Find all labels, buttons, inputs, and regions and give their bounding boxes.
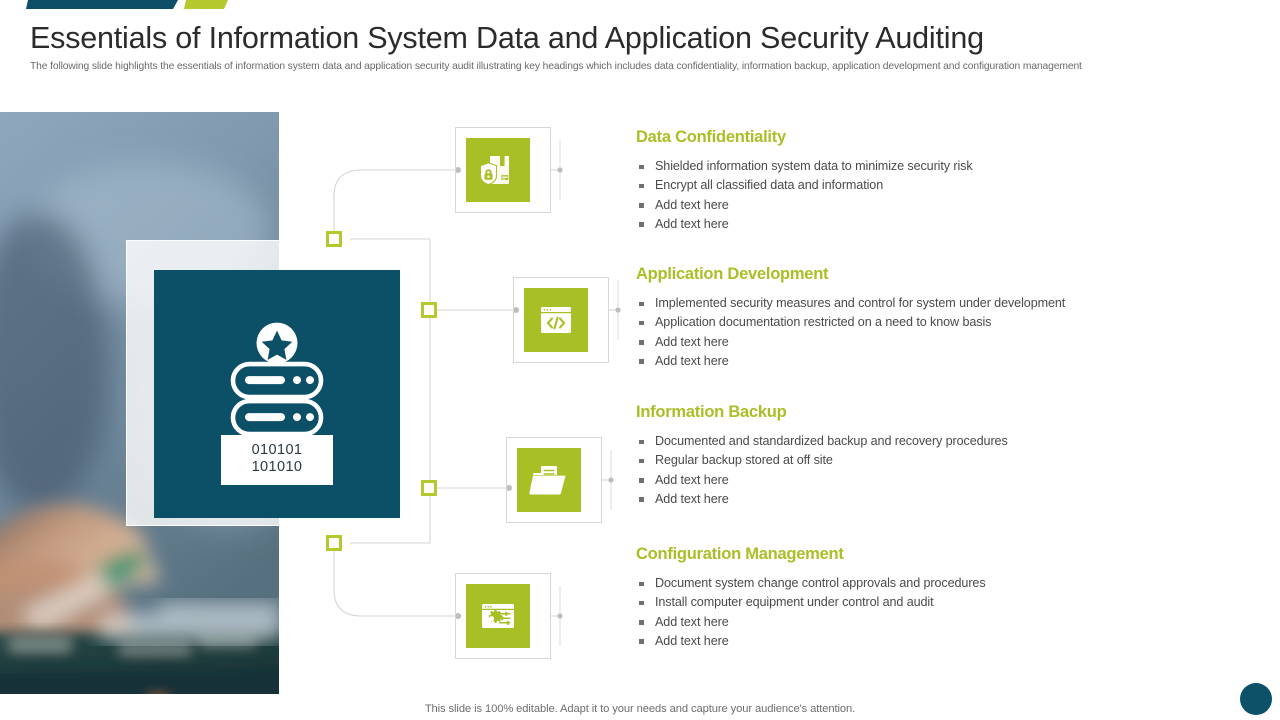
bullet-list: Documented and standardized backup and r… — [636, 432, 1252, 509]
list-item: Implemented security measures and contro… — [636, 294, 1252, 313]
connector-node-4 — [326, 535, 342, 551]
list-item: Add text here — [636, 471, 1252, 490]
section-configuration-management: Configuration Management Document system… — [636, 545, 1252, 651]
list-item: Add text here — [636, 613, 1252, 632]
page-title: Essentials of Information System Data an… — [30, 21, 984, 55]
list-item: Add text here — [636, 196, 1252, 215]
icon-frame-2 — [513, 277, 609, 363]
icon-frame-3 — [506, 437, 602, 523]
page-subtitle: The following slide highlights the essen… — [30, 60, 1082, 72]
connector-node-3 — [421, 480, 437, 496]
folder-document-icon — [529, 466, 567, 495]
list-item: Document system change control approvals… — [636, 574, 1252, 593]
settings-window-gear-icon — [482, 604, 514, 628]
section-title: Data Confidentiality — [636, 128, 786, 146]
list-item: Regular backup stored at off site — [636, 451, 1252, 470]
binary-label-box: 010101 101010 — [221, 434, 333, 485]
section-title: Information Backup — [636, 403, 787, 421]
list-item: Install computer equipment under control… — [636, 593, 1252, 612]
section-application-development: Application Development Implemented secu… — [636, 265, 1252, 371]
list-item: Shielded information system data to mini… — [636, 157, 1252, 176]
binary-line-1: 010101 — [251, 441, 303, 458]
secure-server-star-icon — [230, 322, 324, 437]
corner-dot-decoration — [1240, 683, 1272, 715]
list-item: Add text here — [636, 490, 1252, 509]
icon-frame-4 — [455, 573, 551, 659]
list-item: Documented and standardized backup and r… — [636, 432, 1252, 451]
binary-line-2: 101010 — [251, 458, 303, 475]
center-graphic-tile: 010101 101010 — [154, 270, 400, 518]
section-title: Configuration Management — [636, 545, 844, 563]
icon-tile-information-backup[interactable] — [517, 448, 581, 512]
list-item: Add text here — [636, 352, 1252, 371]
accent-bar-dark — [26, 0, 178, 9]
bullet-list: Document system change control approvals… — [636, 574, 1252, 651]
accent-bar-green — [184, 0, 228, 9]
icon-tile-data-confidentiality[interactable] — [466, 138, 530, 202]
list-item: Encrypt all classified data and informat… — [636, 176, 1252, 195]
section-title: Application Development — [636, 265, 829, 283]
connector-node-1 — [326, 231, 342, 247]
bullet-list: Shielded information system data to mini… — [636, 157, 1252, 234]
icon-tile-configuration-management[interactable] — [466, 584, 530, 648]
footer-note: This slide is 100% editable. Adapt it to… — [424, 703, 856, 715]
list-item: Add text here — [636, 215, 1252, 234]
section-data-confidentiality: Data Confidentiality Shielded informatio… — [636, 128, 1252, 234]
list-item: Add text here — [636, 333, 1252, 352]
list-item: Application documentation restricted on … — [636, 313, 1252, 332]
list-item: Add text here — [636, 632, 1252, 651]
icon-frame-1 — [455, 127, 551, 213]
section-information-backup: Information Backup Documented and standa… — [636, 403, 1252, 509]
connector-node-2 — [421, 302, 437, 318]
icon-tile-application-development[interactable] — [524, 288, 588, 352]
bullet-list: Implemented security measures and contro… — [636, 294, 1252, 371]
code-window-icon — [541, 307, 571, 333]
document-shield-lock-icon — [479, 155, 509, 186]
slide-header: Essentials of Information System Data an… — [30, 22, 1228, 74]
